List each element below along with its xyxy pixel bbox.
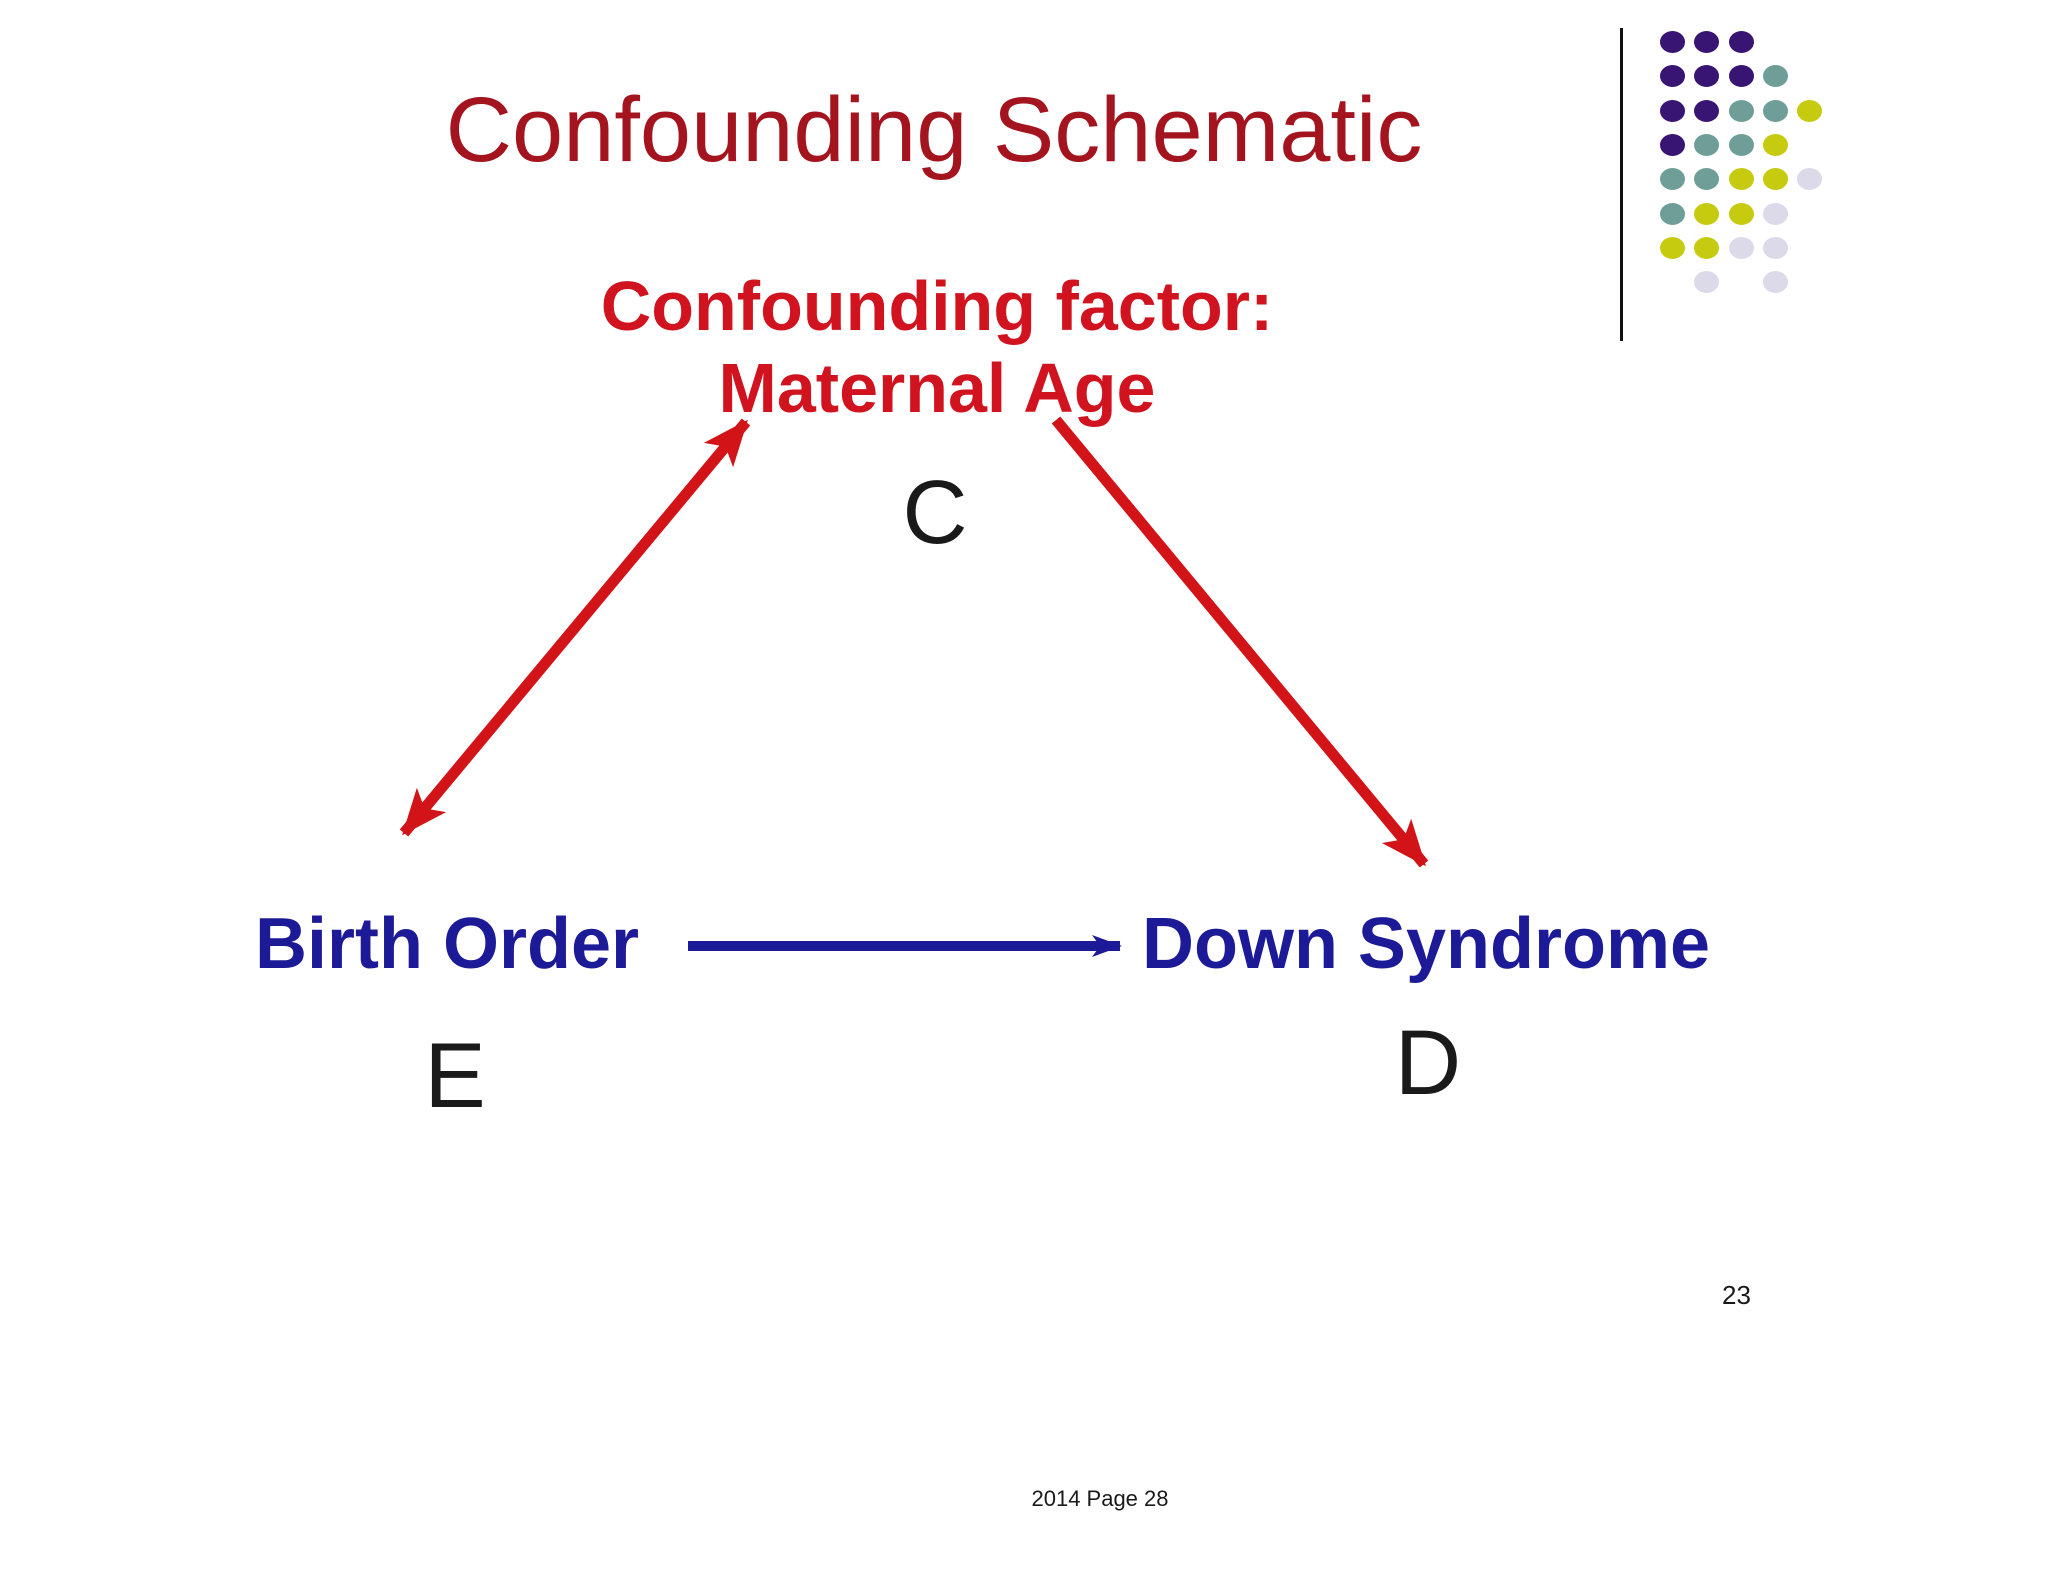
confounder-label-line2: Maternal Age — [718, 348, 1156, 427]
edge-confounder-outcome — [1051, 416, 1429, 868]
confounder-label: Confounding factor: Maternal Age — [601, 266, 1274, 430]
confounder-symbol: C — [902, 463, 968, 563]
confounder-label-line1: Confounding factor: — [600, 267, 1274, 345]
logo-dot-yellow — [1728, 202, 1754, 225]
logo-dot-purple — [1694, 31, 1720, 53]
logo-dot-yellow — [1728, 168, 1754, 191]
logo-dot-purple — [1660, 133, 1685, 156]
logo-dot-yellow — [1762, 168, 1788, 191]
footer-text: 2014 Page 28 — [1031, 1486, 1169, 1511]
logo-dot-yellow — [1660, 236, 1685, 259]
logo-dot-yellow — [1694, 236, 1720, 259]
outcome-symbol: D — [1394, 1012, 1462, 1114]
dots-logo — [1660, 31, 1850, 311]
outcome-label: Down Syndrome — [1141, 904, 1711, 984]
logo-dot-purple — [1728, 31, 1754, 53]
logo-dot-teal — [1694, 133, 1720, 156]
logo-dot-teal — [1762, 65, 1788, 88]
edge-exposure-confounder — [399, 418, 751, 837]
logo-dot-yellow — [1694, 202, 1720, 225]
logo-dot-yellow — [1797, 99, 1823, 122]
logo-dot-lavender — [1694, 271, 1720, 294]
logo-dot-yellow — [1762, 133, 1788, 156]
logo-dot-lavender — [1762, 202, 1788, 225]
logo-dot-teal — [1660, 202, 1685, 225]
logo-dot-lavender — [1762, 271, 1788, 294]
logo-dot-teal — [1728, 99, 1754, 122]
logo-dot-purple — [1694, 99, 1720, 122]
logo-dot-teal — [1694, 168, 1720, 191]
page-number: 23 — [1722, 1280, 1751, 1310]
logo-dot-lavender — [1762, 236, 1788, 259]
logo-dot-lavender — [1728, 236, 1754, 259]
exposure-symbol: E — [424, 1025, 486, 1127]
logo-dot-teal — [1762, 99, 1788, 122]
logo-dot-teal — [1660, 168, 1685, 191]
logo-divider-line — [1620, 28, 1623, 341]
logo-dot-purple — [1660, 65, 1685, 88]
exposure-label: Birth Order — [254, 904, 640, 984]
logo-dot-teal — [1728, 133, 1754, 156]
logo-dot-purple — [1694, 65, 1720, 88]
logo-dot-purple — [1660, 31, 1685, 53]
logo-dot-purple — [1728, 65, 1754, 88]
logo-dot-purple — [1660, 99, 1685, 122]
logo-dot-lavender — [1797, 168, 1823, 191]
page-title: Confounding Schematic — [445, 79, 1423, 181]
